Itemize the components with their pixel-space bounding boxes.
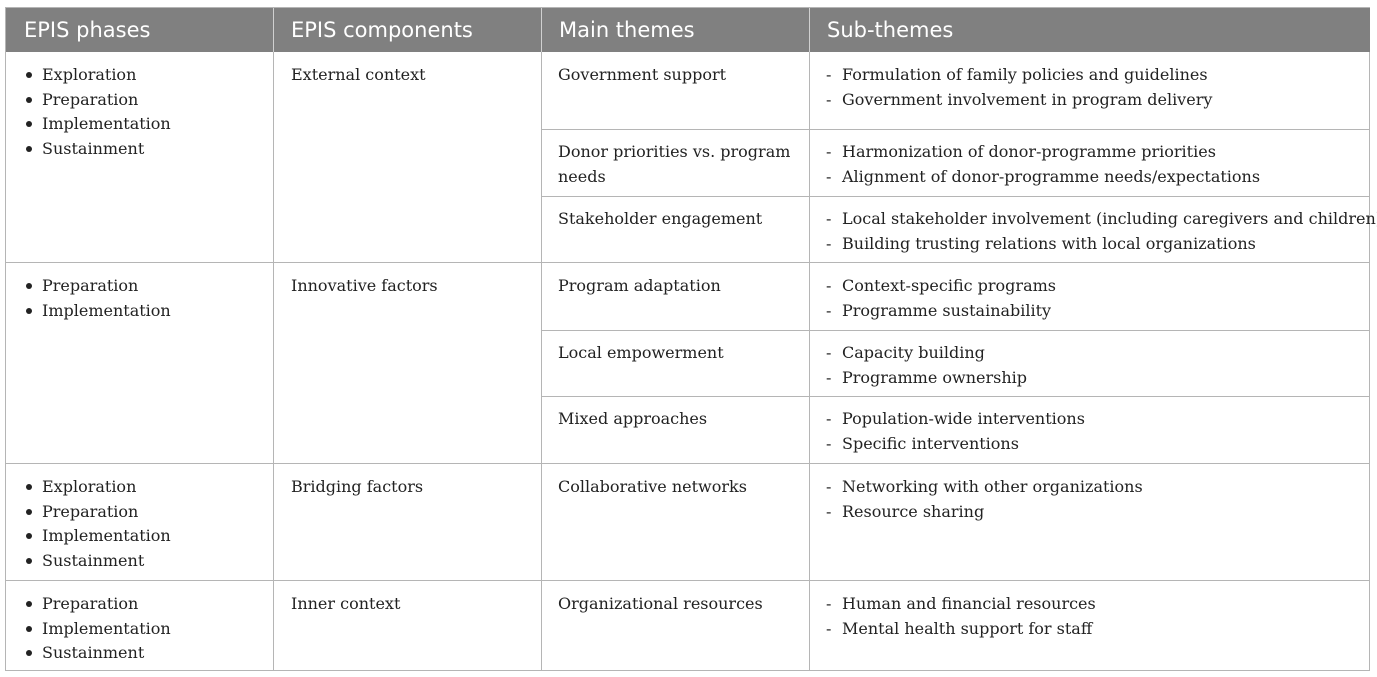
- epis-table: EPIS phases EPIS components Main themes …: [5, 7, 1377, 671]
- main-theme-cell: Government support: [558, 65, 727, 84]
- sub-theme-list: Capacity building Programme ownership: [826, 341, 1027, 390]
- sub-theme-item: Government involvement in program delive…: [826, 88, 1212, 113]
- sub-theme-item: Human and financial resources: [826, 592, 1096, 617]
- sub-theme-item: Networking with other organizations: [826, 475, 1143, 500]
- sub-theme-list: Context-specific programs Programme sust…: [826, 274, 1056, 323]
- main-theme-cell: Mixed approaches: [558, 409, 708, 428]
- phase-item: Preparation: [24, 274, 171, 299]
- sub-theme-list: Local stakeholder involvement (including…: [826, 207, 1377, 256]
- component-cell: External context: [291, 65, 426, 84]
- phase-item: Sustainment: [24, 137, 171, 162]
- sub-theme-item: Capacity building: [826, 341, 1027, 366]
- component-cell: Bridging factors: [291, 477, 424, 496]
- sub-theme-item: Formulation of family policies and guide…: [826, 63, 1212, 88]
- sub-theme-item: Population-wide interventions: [826, 407, 1085, 432]
- main-theme-cell: Organizational resources: [558, 594, 763, 613]
- sub-theme-list: Population-wide interventions Specific i…: [826, 407, 1085, 456]
- sub-theme-item: Specific interventions: [826, 432, 1085, 457]
- main-theme-cell: Collaborative networks: [558, 477, 747, 496]
- sub-theme-list: Human and financial resources Mental hea…: [826, 592, 1096, 641]
- phase-item: Implementation: [24, 299, 171, 324]
- main-theme-cell: Stakeholder engagement: [558, 209, 763, 228]
- header-main-themes: Main themes: [541, 8, 809, 52]
- main-theme-cell: Local empowerment: [558, 343, 724, 362]
- sub-theme-item: Harmonization of donor-programme priorit…: [826, 140, 1260, 165]
- sub-theme-item: Programme ownership: [826, 366, 1027, 391]
- component-cell: Inner context: [291, 594, 401, 613]
- sub-theme-list: Networking with other organizations Reso…: [826, 475, 1143, 524]
- phase-item: Implementation: [24, 617, 171, 642]
- phase-item: Implementation: [24, 524, 171, 549]
- main-theme-cell: Program adaptation: [558, 276, 721, 295]
- sub-theme-list: Formulation of family policies and guide…: [826, 63, 1212, 112]
- phase-item: Preparation: [24, 592, 171, 617]
- phase-item: Preparation: [24, 88, 171, 113]
- header-epis-components: EPIS components: [273, 8, 541, 52]
- sub-theme-item: Resource sharing: [826, 500, 1143, 525]
- sub-theme-item: Programme sustainability: [826, 299, 1056, 324]
- component-cell: Innovative factors: [291, 276, 438, 295]
- phase-item: Preparation: [24, 500, 171, 525]
- phase-list: Preparation Implementation Sustainment: [24, 592, 171, 666]
- phase-list: Exploration Preparation Implementation S…: [24, 475, 171, 573]
- sub-theme-item: Mental health support for staff: [826, 617, 1096, 642]
- phase-item: Sustainment: [24, 641, 171, 666]
- phase-list: Exploration Preparation Implementation S…: [24, 63, 171, 161]
- sub-theme-list: Harmonization of donor-programme priorit…: [826, 140, 1260, 189]
- header-epis-phases: EPIS phases: [6, 8, 273, 52]
- phase-item: Sustainment: [24, 549, 171, 574]
- phase-item: Exploration: [24, 475, 171, 500]
- phase-list: Preparation Implementation: [24, 274, 171, 323]
- sub-theme-item: Local stakeholder involvement (including…: [826, 207, 1377, 232]
- sub-theme-item: Context-specific programs: [826, 274, 1056, 299]
- sub-theme-item: Building trusting relations with local o…: [826, 232, 1377, 257]
- phase-item: Implementation: [24, 112, 171, 137]
- phase-item: Exploration: [24, 63, 171, 88]
- header-sub-themes: Sub-themes: [809, 8, 1370, 52]
- main-theme-cell: Donor priorities vs. program needs: [558, 142, 791, 186]
- sub-theme-item: Alignment of donor-programme needs/expec…: [826, 165, 1260, 190]
